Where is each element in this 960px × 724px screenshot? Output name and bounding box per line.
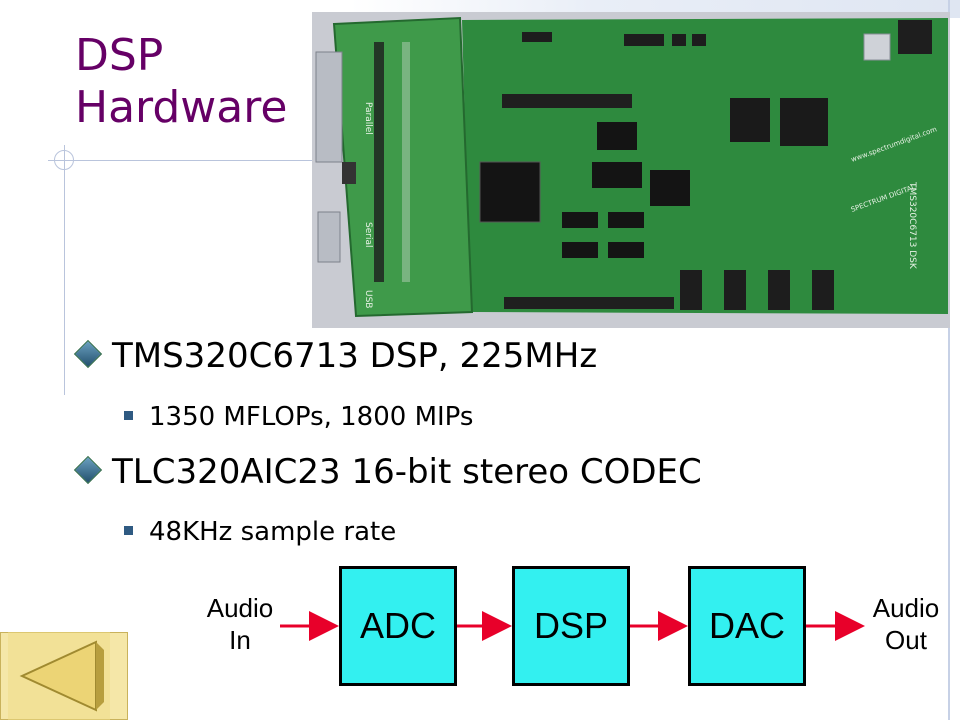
jumper1 [672, 34, 686, 46]
sub-bullet-1-text: 1350 MFLOPs, 1800 MIPs [149, 402, 474, 432]
slide-title-line1: DSP [75, 30, 164, 81]
bullet-2-text: TLC320AIC23 16-bit stereo CODEC [112, 452, 702, 492]
led-bank [624, 34, 664, 46]
bullet-1: TMS320C6713 DSP, 225MHz [73, 336, 598, 376]
silk-part-label: TMS320C6713 DSK [907, 181, 917, 270]
power-jack [898, 20, 932, 54]
dsp-block: DSP [512, 566, 630, 686]
chip-flash2 [562, 242, 598, 258]
title-underline-rule [48, 160, 313, 161]
chip-cpld [650, 170, 690, 206]
pin-header-2 [402, 42, 410, 282]
daughter-card [332, 16, 474, 318]
decor-circle [54, 150, 74, 170]
dac-block: DAC [688, 566, 806, 686]
audio-out-label: Audio Out [856, 592, 956, 656]
expansion-connector-bottom [504, 297, 674, 309]
square-bullet-icon [124, 411, 133, 420]
board-photo: Parallel Serial USB TMS320C6 [312, 12, 950, 328]
chip-usb [730, 98, 770, 142]
dsp-label: DSP [533, 605, 609, 646]
chip-codec [780, 98, 828, 146]
pin-header-1 [374, 42, 384, 282]
audio-jack-2 [724, 270, 746, 310]
chip-flash4 [608, 242, 644, 258]
audio-jack-3 [768, 270, 790, 310]
dac-label: DAC [708, 605, 785, 646]
audio-jack-4 [812, 270, 834, 310]
sub-bullet-2: 48KHz sample rate [124, 517, 396, 547]
expansion-connector-top [502, 94, 632, 108]
back-arrow-icon [0, 631, 129, 721]
chip-sdram2 [592, 162, 642, 188]
dsp-chip [479, 161, 541, 223]
slide-title: DSP Hardware [75, 30, 315, 134]
board-pcb [462, 18, 948, 314]
dsp-board-image: Parallel Serial USB TMS320C6 [315, 16, 948, 318]
bullet-2: TLC320AIC23 16-bit stereo CODEC [73, 452, 702, 492]
silk-serial: Serial [363, 222, 373, 247]
adc-label: ADC [359, 605, 436, 646]
silk-usb: USB [363, 290, 373, 308]
usb-jack [863, 33, 891, 61]
audio-out-line1: Audio [872, 593, 940, 623]
back-nav-button[interactable] [0, 631, 129, 721]
chip-flash3 [608, 212, 644, 228]
chip-sdram1 [597, 122, 637, 150]
bullet-1-text: TMS320C6713 DSP, 225MHz [112, 336, 598, 376]
audio-in-label: Audio In [188, 592, 292, 656]
audio-out-line2: Out [885, 625, 927, 655]
dip-switch [522, 32, 552, 42]
slide-title-line2: Hardware [75, 82, 288, 133]
audio-in-line1: Audio [206, 593, 274, 623]
serial-connector [317, 211, 341, 263]
sub-bullet-2-text: 48KHz sample rate [149, 517, 397, 547]
audio-in-line2: In [229, 625, 251, 655]
audio-jack-1 [680, 270, 702, 310]
jumper2 [692, 34, 706, 46]
right-decor-rule [948, 0, 950, 720]
chip-flash1 [562, 212, 598, 228]
silk-parallel: Parallel [363, 102, 373, 135]
square-bullet-icon [124, 526, 133, 535]
sub-bullet-1: 1350 MFLOPs, 1800 MIPs [124, 402, 473, 432]
reset-button-part [342, 162, 356, 184]
left-decor-rule [64, 145, 65, 395]
adc-block: ADC [339, 566, 457, 686]
parallel-connector [315, 51, 343, 163]
